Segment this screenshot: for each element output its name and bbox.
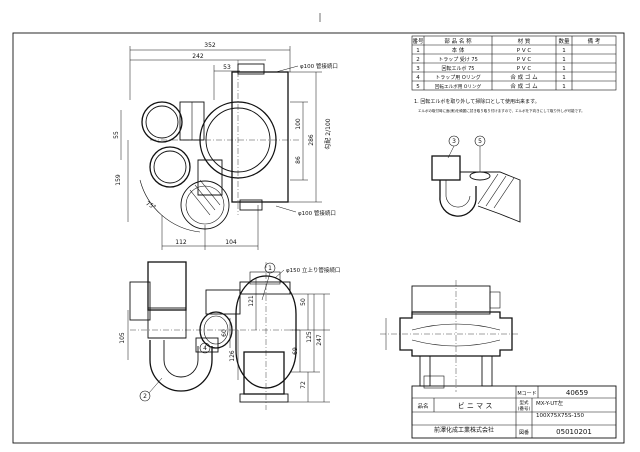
parts-row-name: 本 体 (452, 46, 465, 54)
side-view (380, 280, 520, 392)
model-label-sub: (番号) (518, 405, 531, 412)
note-2: エルボの取付時に面(側)を綺麗に拭き取り取り付けますので、エルボを下向きにして取… (418, 108, 585, 113)
model-value-line2: 100X75X75S-150 (536, 413, 585, 419)
drawing-frame (12, 32, 625, 444)
parts-header-no: 番号 (412, 38, 424, 45)
dim-247: 247 (316, 334, 323, 346)
model-value-line1: MX-Y-UT左 (536, 399, 564, 407)
trap-u-bend (149, 340, 213, 392)
callout-2-label: 2 (143, 393, 147, 400)
dim-left-55: 55 (113, 131, 120, 139)
dim-50: 50 (300, 298, 307, 306)
parts-row-material: P V C (517, 66, 532, 72)
parts-row-name: 回転エルボ用 Oリング (435, 83, 482, 90)
top-view: 352 242 53 55 159 75° 112 104 100 86 286… (113, 42, 338, 250)
parts-row-name: 回転エルボ 75 (442, 65, 475, 72)
parts-row-no: 1 (416, 48, 420, 54)
dim-72: 72 (300, 381, 307, 389)
parts-row-qty: 1 (562, 57, 566, 63)
dim-60: 60 (221, 329, 228, 337)
dim-width-242: 242 (192, 53, 204, 60)
drawing-no-label: 図番 (519, 429, 529, 436)
dim-bottom-104: 104 (225, 239, 237, 246)
dim-right-100: 100 (295, 118, 302, 130)
detail-view: 3 5 (431, 135, 521, 223)
drawing-no-value: 05010201 (556, 428, 592, 436)
model-label: 型式 (520, 399, 529, 406)
dim-69: 69 (292, 347, 299, 355)
label-riser: φ150 立上り管接続口 (286, 266, 340, 274)
parts-row-qty: 1 (562, 75, 566, 81)
callout-4 (199, 342, 211, 354)
dim-121: 121 (248, 295, 255, 307)
company-name: 前澤化成工業株式会社 (434, 426, 494, 434)
name-label: 品名 (417, 402, 428, 410)
side-body (399, 311, 513, 357)
dim-overall-width: 352 (204, 42, 216, 49)
callout-1-label: 1 (268, 265, 272, 272)
left-socket-lower (149, 146, 191, 188)
callout-4-label: 4 (203, 345, 207, 352)
parts-row-no: 2 (416, 57, 420, 63)
callout-2 (139, 390, 151, 402)
dim-126: 126 (229, 350, 236, 362)
callout-5-label: 5 (478, 138, 482, 145)
mcode-label: Mコード (517, 391, 536, 397)
dim-right-86: 86 (295, 156, 302, 164)
parts-header-note: 備 考 (588, 37, 601, 45)
parts-header-name: 部 品 名 称 (444, 37, 472, 45)
parts-row-material: 合 成 ゴ ム (510, 82, 538, 90)
dim-right-286: 286 (308, 134, 315, 146)
dim-125: 125 (306, 331, 313, 343)
parts-table: 番号 部 品 名 称 材 質 数量 備 考 1 本 体 P V C 1 2 トラ… (411, 35, 617, 91)
dim-bottom-112: 112 (175, 239, 187, 246)
parts-header-qty: 数量 (558, 37, 570, 45)
parts-row-name: トラップ用 Oリング (435, 74, 481, 81)
parts-header-material: 材 質 (518, 37, 531, 45)
parts-row-material: P V C (517, 57, 532, 63)
callout-3-label: 3 (452, 138, 456, 145)
title-block: Mコード 40659 品名 ビ ニ マ ス 型式 (番号) MX-Y-UT左 1… (411, 385, 617, 439)
dim-105: 105 (119, 332, 126, 344)
parts-row-material: 合 成 ゴ ム (510, 73, 538, 81)
parts-row-material: P V C (517, 48, 532, 54)
dim-left-159: 159 (115, 174, 122, 186)
detail-elbow (439, 180, 477, 217)
label-slope: 勾配 2/100 (324, 118, 332, 149)
label-outlet-top: φ100 管接続口 (300, 62, 338, 70)
mcode-value: 40659 (566, 389, 588, 397)
main-body (235, 275, 297, 389)
parts-row-qty: 1 (562, 84, 566, 90)
parts-row-qty: 1 (562, 48, 566, 54)
parts-row-no: 5 (416, 84, 420, 90)
parts-row-no: 4 (416, 75, 420, 81)
parts-row-qty: 1 (562, 66, 566, 72)
label-outlet-bottom: φ100 管接続口 (298, 209, 336, 217)
product-name: ビ ニ マ ス (458, 401, 493, 410)
dim-width-53: 53 (223, 64, 231, 71)
label-angle: 75° (144, 200, 157, 211)
note-1: 1. 回転エルボを取り外して掃除口として使用出来ます。 (414, 98, 540, 105)
front-view: 121 60 126 105 50 69 125 247 72 φ150 立上り… (119, 261, 340, 410)
parts-row-no: 3 (416, 66, 420, 72)
parts-row-name: トラップ 受け 75 (438, 56, 478, 63)
left-socket-upper (141, 101, 183, 143)
